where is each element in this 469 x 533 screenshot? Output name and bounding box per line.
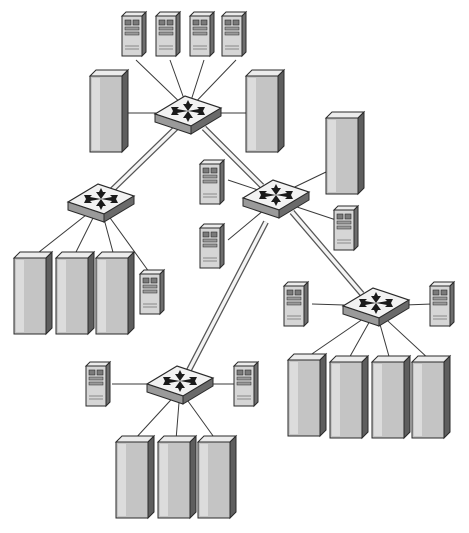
left-cluster xyxy=(13,183,165,335)
storage-rack-icon xyxy=(13,251,53,335)
storage-rack-icon xyxy=(55,251,95,335)
storage-rack-icon xyxy=(95,251,135,335)
tower-server-icon xyxy=(85,361,111,407)
storage-rack-icon xyxy=(287,353,327,437)
storage-rack-icon xyxy=(325,111,365,195)
network-switch-icon xyxy=(154,95,222,135)
network-switch-icon xyxy=(67,183,135,223)
trunk-links xyxy=(109,125,365,374)
trunk-link-top-middle xyxy=(201,125,265,189)
storage-rack-icon xyxy=(371,355,411,439)
top-cluster xyxy=(89,11,285,153)
network-switch-icon xyxy=(146,365,214,405)
tower-server-icon xyxy=(429,281,455,327)
right-cluster xyxy=(283,281,455,439)
tower-server-icon xyxy=(155,11,181,57)
network-switch-icon xyxy=(342,287,410,327)
storage-rack-icon xyxy=(329,355,369,439)
storage-rack-icon xyxy=(197,435,237,519)
tower-server-icon xyxy=(333,205,359,251)
network-switch-icon xyxy=(242,179,310,219)
tower-server-icon xyxy=(233,361,259,407)
trunk-link-top-left xyxy=(109,125,179,193)
storage-rack-icon xyxy=(115,435,155,519)
tower-server-icon xyxy=(189,11,215,57)
tower-server-icon xyxy=(199,223,225,269)
tower-server-icon xyxy=(283,281,309,327)
tower-server-icon xyxy=(221,11,247,57)
trunk-link-middle-bottom xyxy=(185,220,269,374)
storage-rack-icon xyxy=(157,435,197,519)
storage-rack-icon xyxy=(411,355,451,439)
trunk-link-middle-right xyxy=(289,210,365,296)
tower-server-icon xyxy=(199,159,225,205)
tower-server-icon xyxy=(139,269,165,315)
storage-rack-icon xyxy=(245,69,285,153)
bottom-cluster xyxy=(85,361,259,519)
tower-server-icon xyxy=(121,11,147,57)
storage-rack-icon xyxy=(89,69,129,153)
